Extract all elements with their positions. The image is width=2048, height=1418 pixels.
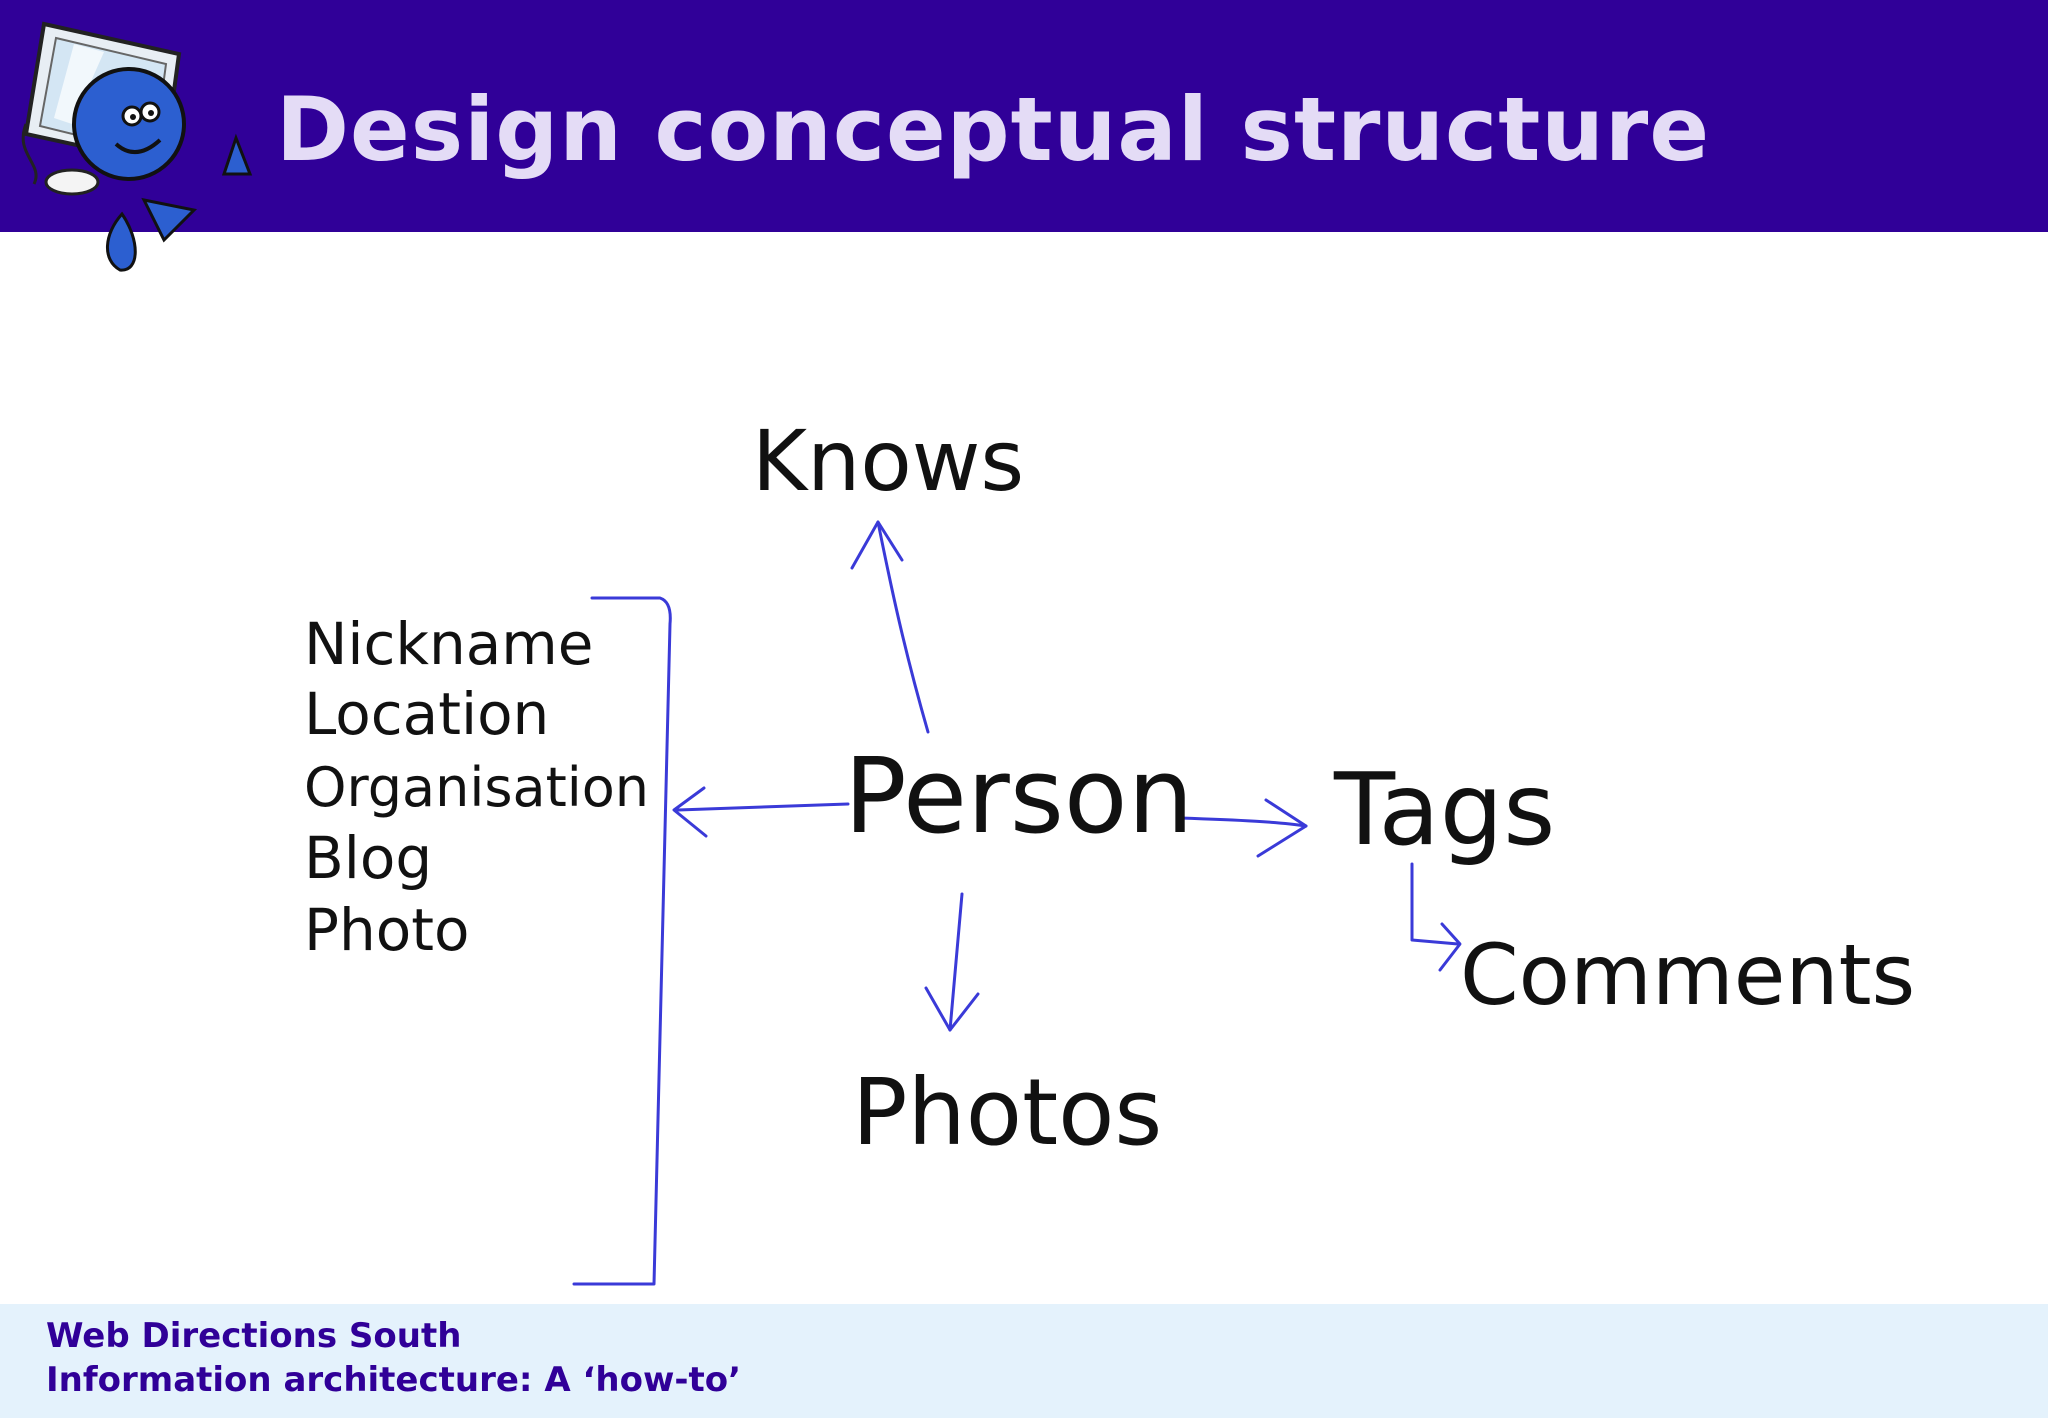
arrow-to-knows	[876, 520, 930, 734]
node-knows: Knows	[752, 412, 1024, 510]
attribute-photo: Photo	[304, 896, 469, 964]
arrowhead-photos	[924, 986, 980, 1032]
node-tags: Tags	[1333, 751, 1555, 868]
attribute-blog: Blog	[304, 824, 432, 892]
arrow-to-comments	[1410, 862, 1460, 946]
title-bar: Design conceptual structure	[0, 0, 2048, 232]
concept-diagram: Knows Person Tags Comments Photos Nickna…	[304, 412, 1915, 1286]
footer-talk-title: Information architecture: A ‘how-to’	[46, 1360, 742, 1400]
attributes-bracket	[572, 596, 672, 1286]
footer-event: Web Directions South	[46, 1316, 462, 1356]
computer-mascot-icon	[21, 21, 253, 272]
node-person: Person	[844, 735, 1193, 857]
node-photos: Photos	[852, 1059, 1162, 1166]
arrowhead-attributes	[672, 786, 708, 838]
arrowhead-comments	[1438, 922, 1462, 972]
slide-title: Design conceptual structure	[276, 78, 1711, 181]
arrowhead-knows	[850, 520, 904, 570]
node-comments: Comments	[1460, 926, 1915, 1024]
arrow-to-tags	[1178, 816, 1308, 828]
attribute-location: Location	[304, 680, 549, 748]
footer-bar: Web Directions South Information archite…	[0, 1304, 2048, 1418]
arrow-to-attributes	[676, 802, 850, 812]
attribute-organisation: Organisation	[304, 756, 649, 819]
attribute-nickname: Nickname	[304, 610, 593, 678]
arrow-to-photos	[948, 892, 964, 1032]
arrowhead-tags	[1256, 798, 1308, 858]
